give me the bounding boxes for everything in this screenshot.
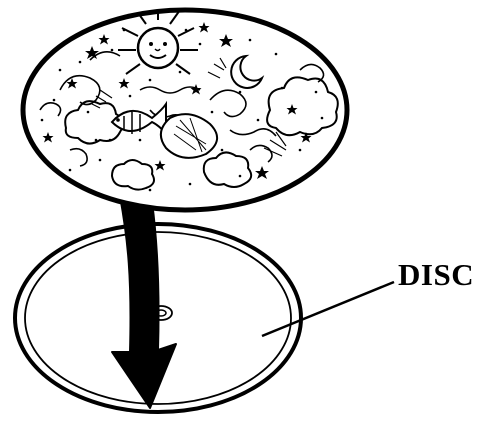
label-disc — [23, 6, 347, 210]
disc-label: DISC — [398, 257, 474, 292]
